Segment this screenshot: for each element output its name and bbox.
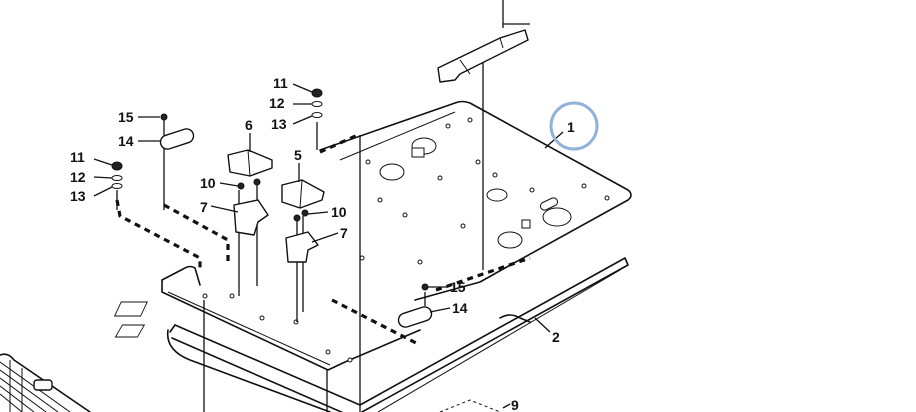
- part-5-bracket[interactable]: [281, 179, 325, 209]
- callout-10-left[interactable]: 10: [200, 175, 216, 191]
- callout-labels: 1 2 5 6 7 7 9 10 10 11 11 12 12 13 13 14…: [70, 75, 575, 412]
- plate-boss: [521, 219, 531, 229]
- callout-7-right[interactable]: 7: [340, 225, 348, 241]
- callout-15-right[interactable]: 15: [450, 279, 466, 295]
- callout-13-left[interactable]: 13: [70, 188, 86, 204]
- callout-12-left[interactable]: 12: [70, 169, 86, 185]
- callout-10-right[interactable]: 10: [331, 204, 347, 220]
- callout-2[interactable]: 2: [552, 329, 560, 345]
- part-7-bracket-right[interactable]: [285, 231, 319, 263]
- part-6-bracket[interactable]: [227, 149, 273, 177]
- fastener-15-right[interactable]: [421, 283, 429, 291]
- callout-5[interactable]: 5: [294, 147, 302, 163]
- cover-plate: [113, 301, 148, 317]
- callout-14-left[interactable]: 14: [118, 133, 134, 149]
- dashed-guides: [115, 132, 531, 347]
- cover-plate: [114, 324, 146, 338]
- fastener-stack-top[interactable]: [311, 88, 323, 118]
- top-bracket[interactable]: [437, 0, 530, 83]
- callout-7-left[interactable]: 7: [200, 199, 208, 215]
- grille-panel: [0, 353, 91, 412]
- callout-1-highlight-circle: [549, 101, 599, 151]
- callout-1[interactable]: 1: [567, 119, 575, 135]
- plate-hole: [542, 207, 572, 227]
- callout-9[interactable]: 9: [511, 397, 519, 412]
- plate-boss: [411, 147, 425, 158]
- fastener-stack-left[interactable]: [111, 161, 123, 189]
- part-7-bracket-left[interactable]: [233, 199, 269, 236]
- plate-slot: [539, 197, 559, 211]
- plate-hole: [486, 188, 508, 202]
- part-14-pad-right[interactable]: [397, 305, 434, 329]
- part-14-pad-left[interactable]: [159, 127, 196, 151]
- callout-leaders: [93, 83, 564, 333]
- fastener-15-left[interactable]: [160, 113, 168, 121]
- part-2-base-frame[interactable]: [166, 257, 629, 412]
- plate-hole: [379, 163, 405, 181]
- callout-11-top[interactable]: 11: [273, 75, 288, 91]
- bolts-10[interactable]: [237, 178, 309, 222]
- left-floor-plate[interactable]: [113, 265, 421, 371]
- part-9-panel: [439, 399, 511, 412]
- part-1-floor-plate[interactable]: [319, 100, 632, 301]
- plate-hole: [497, 231, 523, 249]
- callout-14-right[interactable]: 14: [452, 300, 468, 316]
- callout-15-left[interactable]: 15: [118, 109, 134, 125]
- callout-12-top[interactable]: 12: [269, 95, 285, 111]
- callout-13-top[interactable]: 13: [271, 116, 287, 132]
- callout-6[interactable]: 6: [245, 117, 253, 133]
- callout-11-left[interactable]: 11: [70, 149, 85, 165]
- grille-handle: [33, 379, 53, 391]
